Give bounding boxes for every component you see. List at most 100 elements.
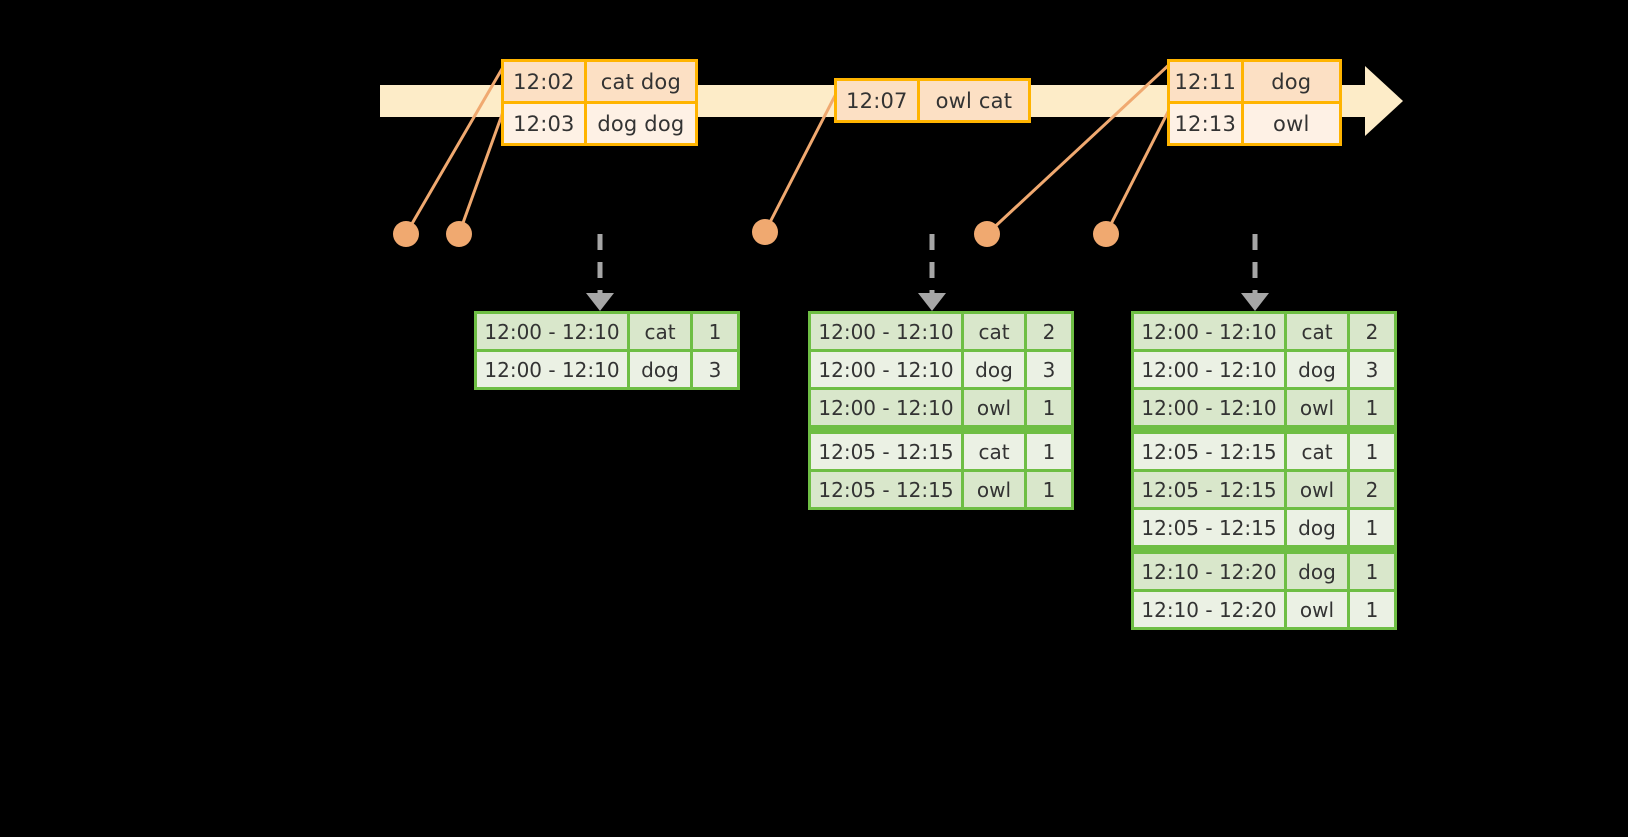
window-cell: 12:00 - 12:10: [477, 314, 627, 349]
window-cell: 12:00 - 12:10: [1134, 390, 1284, 425]
word-cell: dog: [1287, 510, 1347, 545]
window-cell: 12:00 - 12:10: [811, 314, 961, 349]
window-cell: 12:10 - 12:20: [1134, 554, 1284, 589]
count-cell: 1: [1350, 554, 1394, 589]
word-cell: cat: [1287, 434, 1347, 469]
word-cell: cat: [630, 314, 690, 349]
count-cell: 1: [1027, 434, 1071, 469]
word-cell: owl: [1287, 472, 1347, 507]
event-timestamp: 12:03: [504, 104, 587, 143]
count-cell: 3: [1350, 352, 1394, 387]
flow-arrow-head-icon: [918, 293, 946, 311]
event-timestamp: 12:07: [837, 81, 920, 120]
word-cell: dog: [1287, 352, 1347, 387]
word-cell: owl: [964, 472, 1024, 507]
event-dot: [974, 221, 1000, 247]
flow-arrow-head-icon: [1241, 293, 1269, 311]
event-words: owl: [1243, 104, 1339, 143]
word-cell: dog: [964, 352, 1024, 387]
word-cell: dog: [1287, 554, 1347, 589]
event-connector-line: [1104, 99, 1176, 235]
flow-arrow-head-icon: [586, 293, 614, 311]
word-cell: owl: [964, 390, 1024, 425]
event-timestamp: 12:13: [1170, 104, 1244, 143]
count-cell: 2: [1350, 314, 1394, 349]
count-cell: 1: [693, 314, 737, 349]
event-words: owl cat: [919, 81, 1028, 120]
event-dots: [393, 219, 1119, 247]
count-cell: 2: [1350, 472, 1394, 507]
word-cell: dog: [630, 352, 690, 387]
event-timestamp: 12:11: [1170, 62, 1244, 101]
window-cell: 12:00 - 12:10: [477, 352, 627, 387]
event-words: cat dog: [586, 62, 695, 101]
window-cell: 12:10 - 12:20: [1134, 592, 1284, 627]
word-cell: cat: [1287, 314, 1347, 349]
word-cell: owl: [1287, 592, 1347, 627]
word-cell: owl: [1287, 390, 1347, 425]
event-connector-line: [763, 85, 842, 233]
table-group-separator: [1134, 548, 1394, 551]
window-cell: 12:05 - 12:15: [1134, 472, 1284, 507]
count-cell: 2: [1027, 314, 1071, 349]
count-cell: 1: [1350, 592, 1394, 627]
event-words: dog: [1243, 62, 1339, 101]
count-cell: 3: [693, 352, 737, 387]
event-connector-line: [457, 97, 510, 235]
table-group-separator: [811, 428, 1071, 431]
count-cell: 1: [1350, 510, 1394, 545]
window-cell: 12:00 - 12:10: [811, 390, 961, 425]
count-cell: 1: [1350, 434, 1394, 469]
table-group-separator: [1134, 428, 1394, 431]
event-words: dog dog: [586, 104, 695, 143]
flow-arrows: [586, 234, 1269, 311]
count-cell: 1: [1027, 472, 1071, 507]
event-timestamp: 12:02: [504, 62, 587, 101]
event-dot: [393, 221, 419, 247]
event-dot: [1093, 221, 1119, 247]
window-cell: 12:05 - 12:15: [1134, 434, 1284, 469]
window-cell: 12:05 - 12:15: [811, 434, 961, 469]
window-cell: 12:00 - 12:10: [1134, 314, 1284, 349]
window-cell: 12:05 - 12:15: [1134, 510, 1284, 545]
event-connector-line: [404, 61, 508, 235]
event-dot: [752, 219, 778, 245]
window-cell: 12:00 - 12:10: [811, 352, 961, 387]
event-connector-lines: [404, 60, 1176, 236]
word-cell: cat: [964, 434, 1024, 469]
event-connector-line: [985, 60, 1174, 236]
word-cell: cat: [964, 314, 1024, 349]
event-dot: [446, 221, 472, 247]
count-cell: 1: [1027, 390, 1071, 425]
count-cell: 1: [1350, 390, 1394, 425]
window-cell: 12:05 - 12:15: [811, 472, 961, 507]
count-cell: 3: [1027, 352, 1071, 387]
window-cell: 12:00 - 12:10: [1134, 352, 1284, 387]
